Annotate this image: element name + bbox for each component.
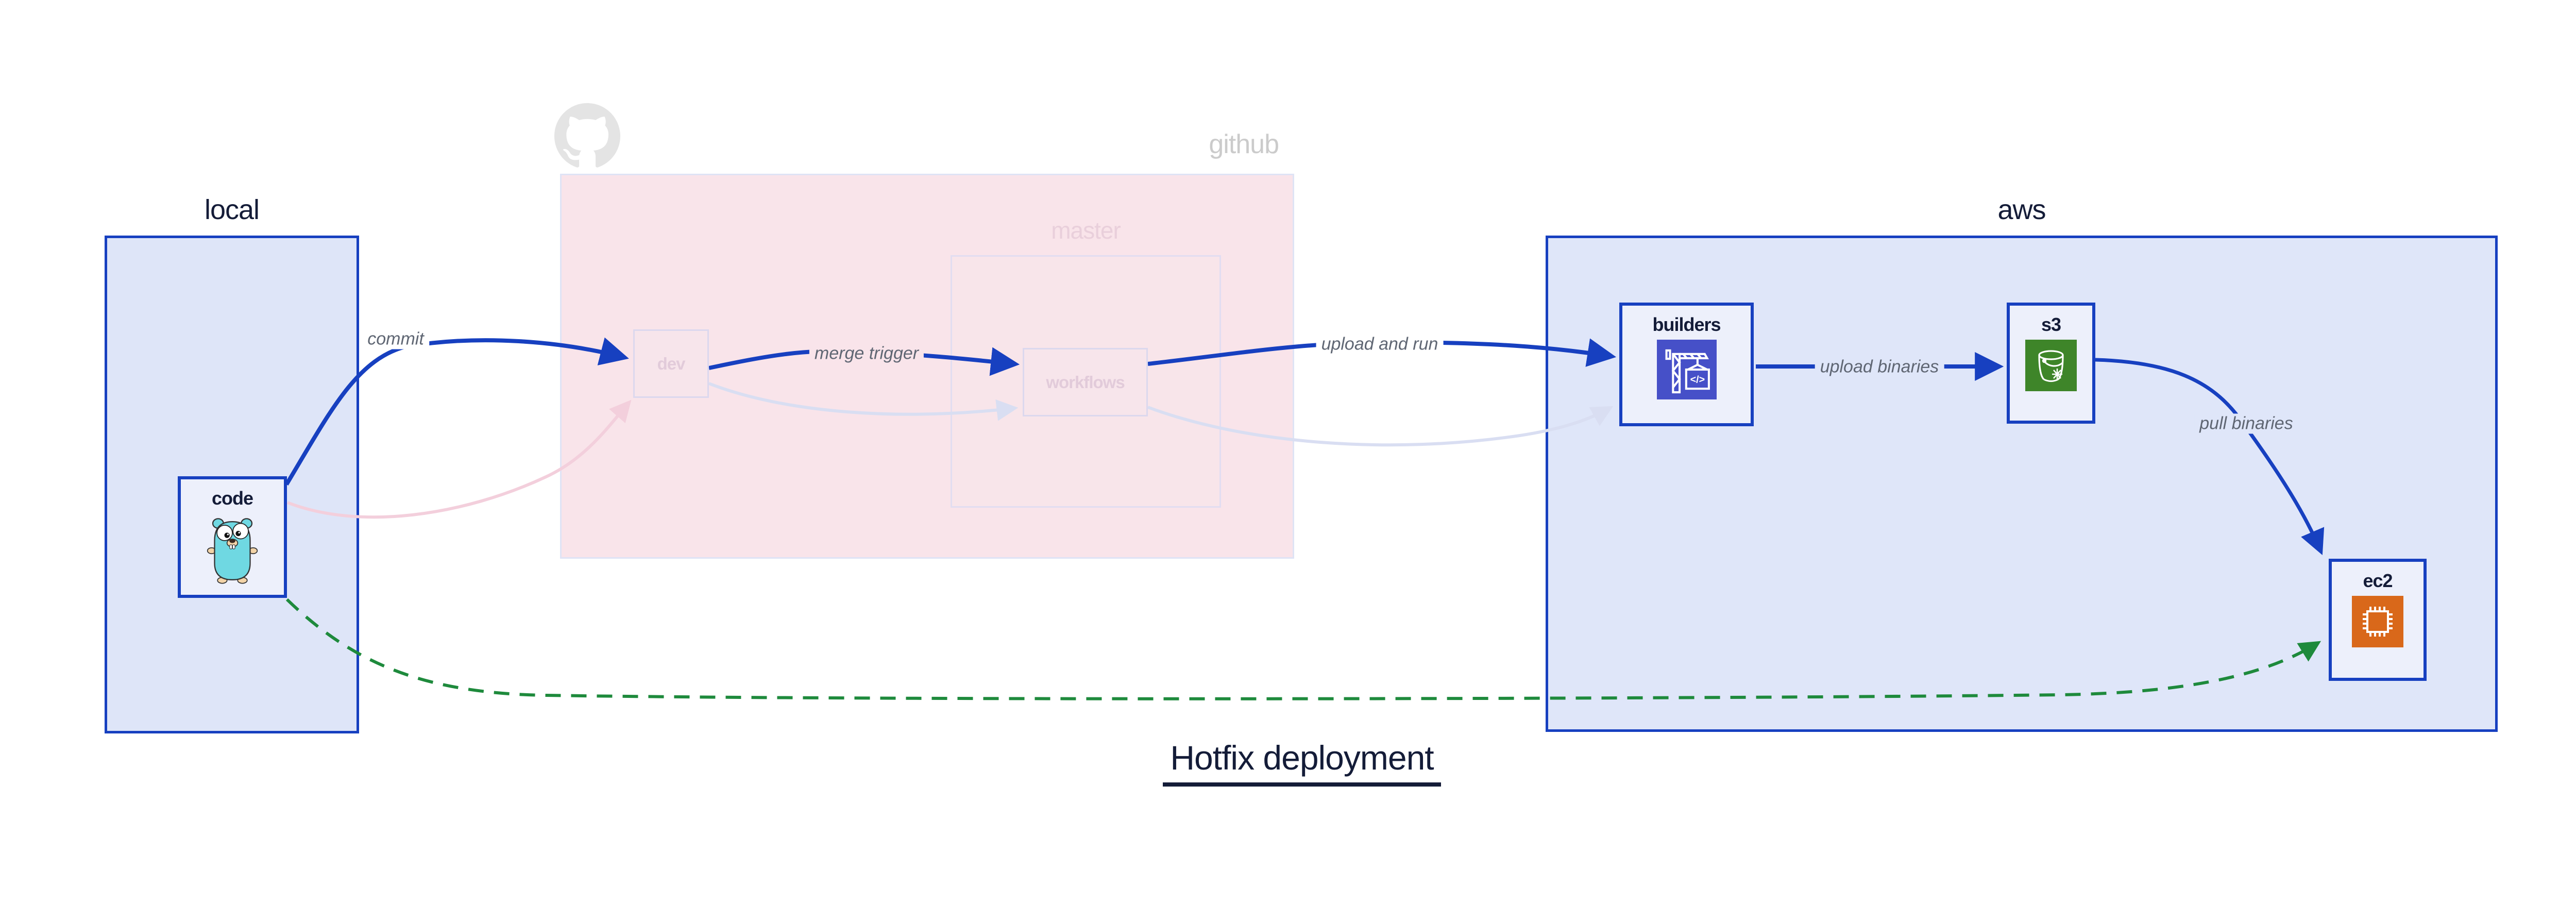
ec2-chip-icon: [2352, 596, 2403, 650]
s3-label: s3: [2041, 314, 2061, 335]
diagram-title-wrap: Hotfix deployment: [0, 738, 2576, 787]
edge-label-pull-binaries: pull binaries: [2194, 413, 2298, 434]
node-code: code: [178, 476, 287, 598]
edge-label-upload-and-run: upload and run: [1316, 334, 1444, 355]
workflows-label: workflows: [1046, 372, 1125, 392]
node-builders: builders </>: [1619, 303, 1754, 426]
diagram-title: Hotfix deployment: [1163, 738, 1441, 787]
builders-label: builders: [1652, 314, 1721, 335]
local-label: local: [204, 194, 260, 225]
node-ec2: ec2: [2329, 559, 2427, 681]
node-dev: dev: [633, 329, 709, 398]
go-gopher-icon: [202, 513, 263, 587]
github-label: github: [1209, 129, 1279, 159]
edge-label-commit: commit: [362, 329, 429, 349]
edge-label-merge-trigger: merge trigger: [809, 343, 924, 364]
dev-label: dev: [657, 354, 686, 373]
node-s3: s3: [2007, 303, 2095, 424]
codebuild-crane-icon: </>: [1656, 340, 1717, 402]
s3-bucket-icon: [2025, 340, 2077, 394]
github-octocat-icon: [554, 103, 620, 172]
code-label: code: [211, 488, 253, 509]
aws-label: aws: [1997, 194, 2046, 225]
master-label: master: [1051, 217, 1121, 244]
node-workflows: workflows: [1023, 348, 1148, 416]
codebuild-glyph: </>: [1690, 374, 1705, 386]
edge-label-upload-binaries: upload binaries: [1815, 357, 1944, 377]
ec2-label: ec2: [2363, 570, 2393, 591]
